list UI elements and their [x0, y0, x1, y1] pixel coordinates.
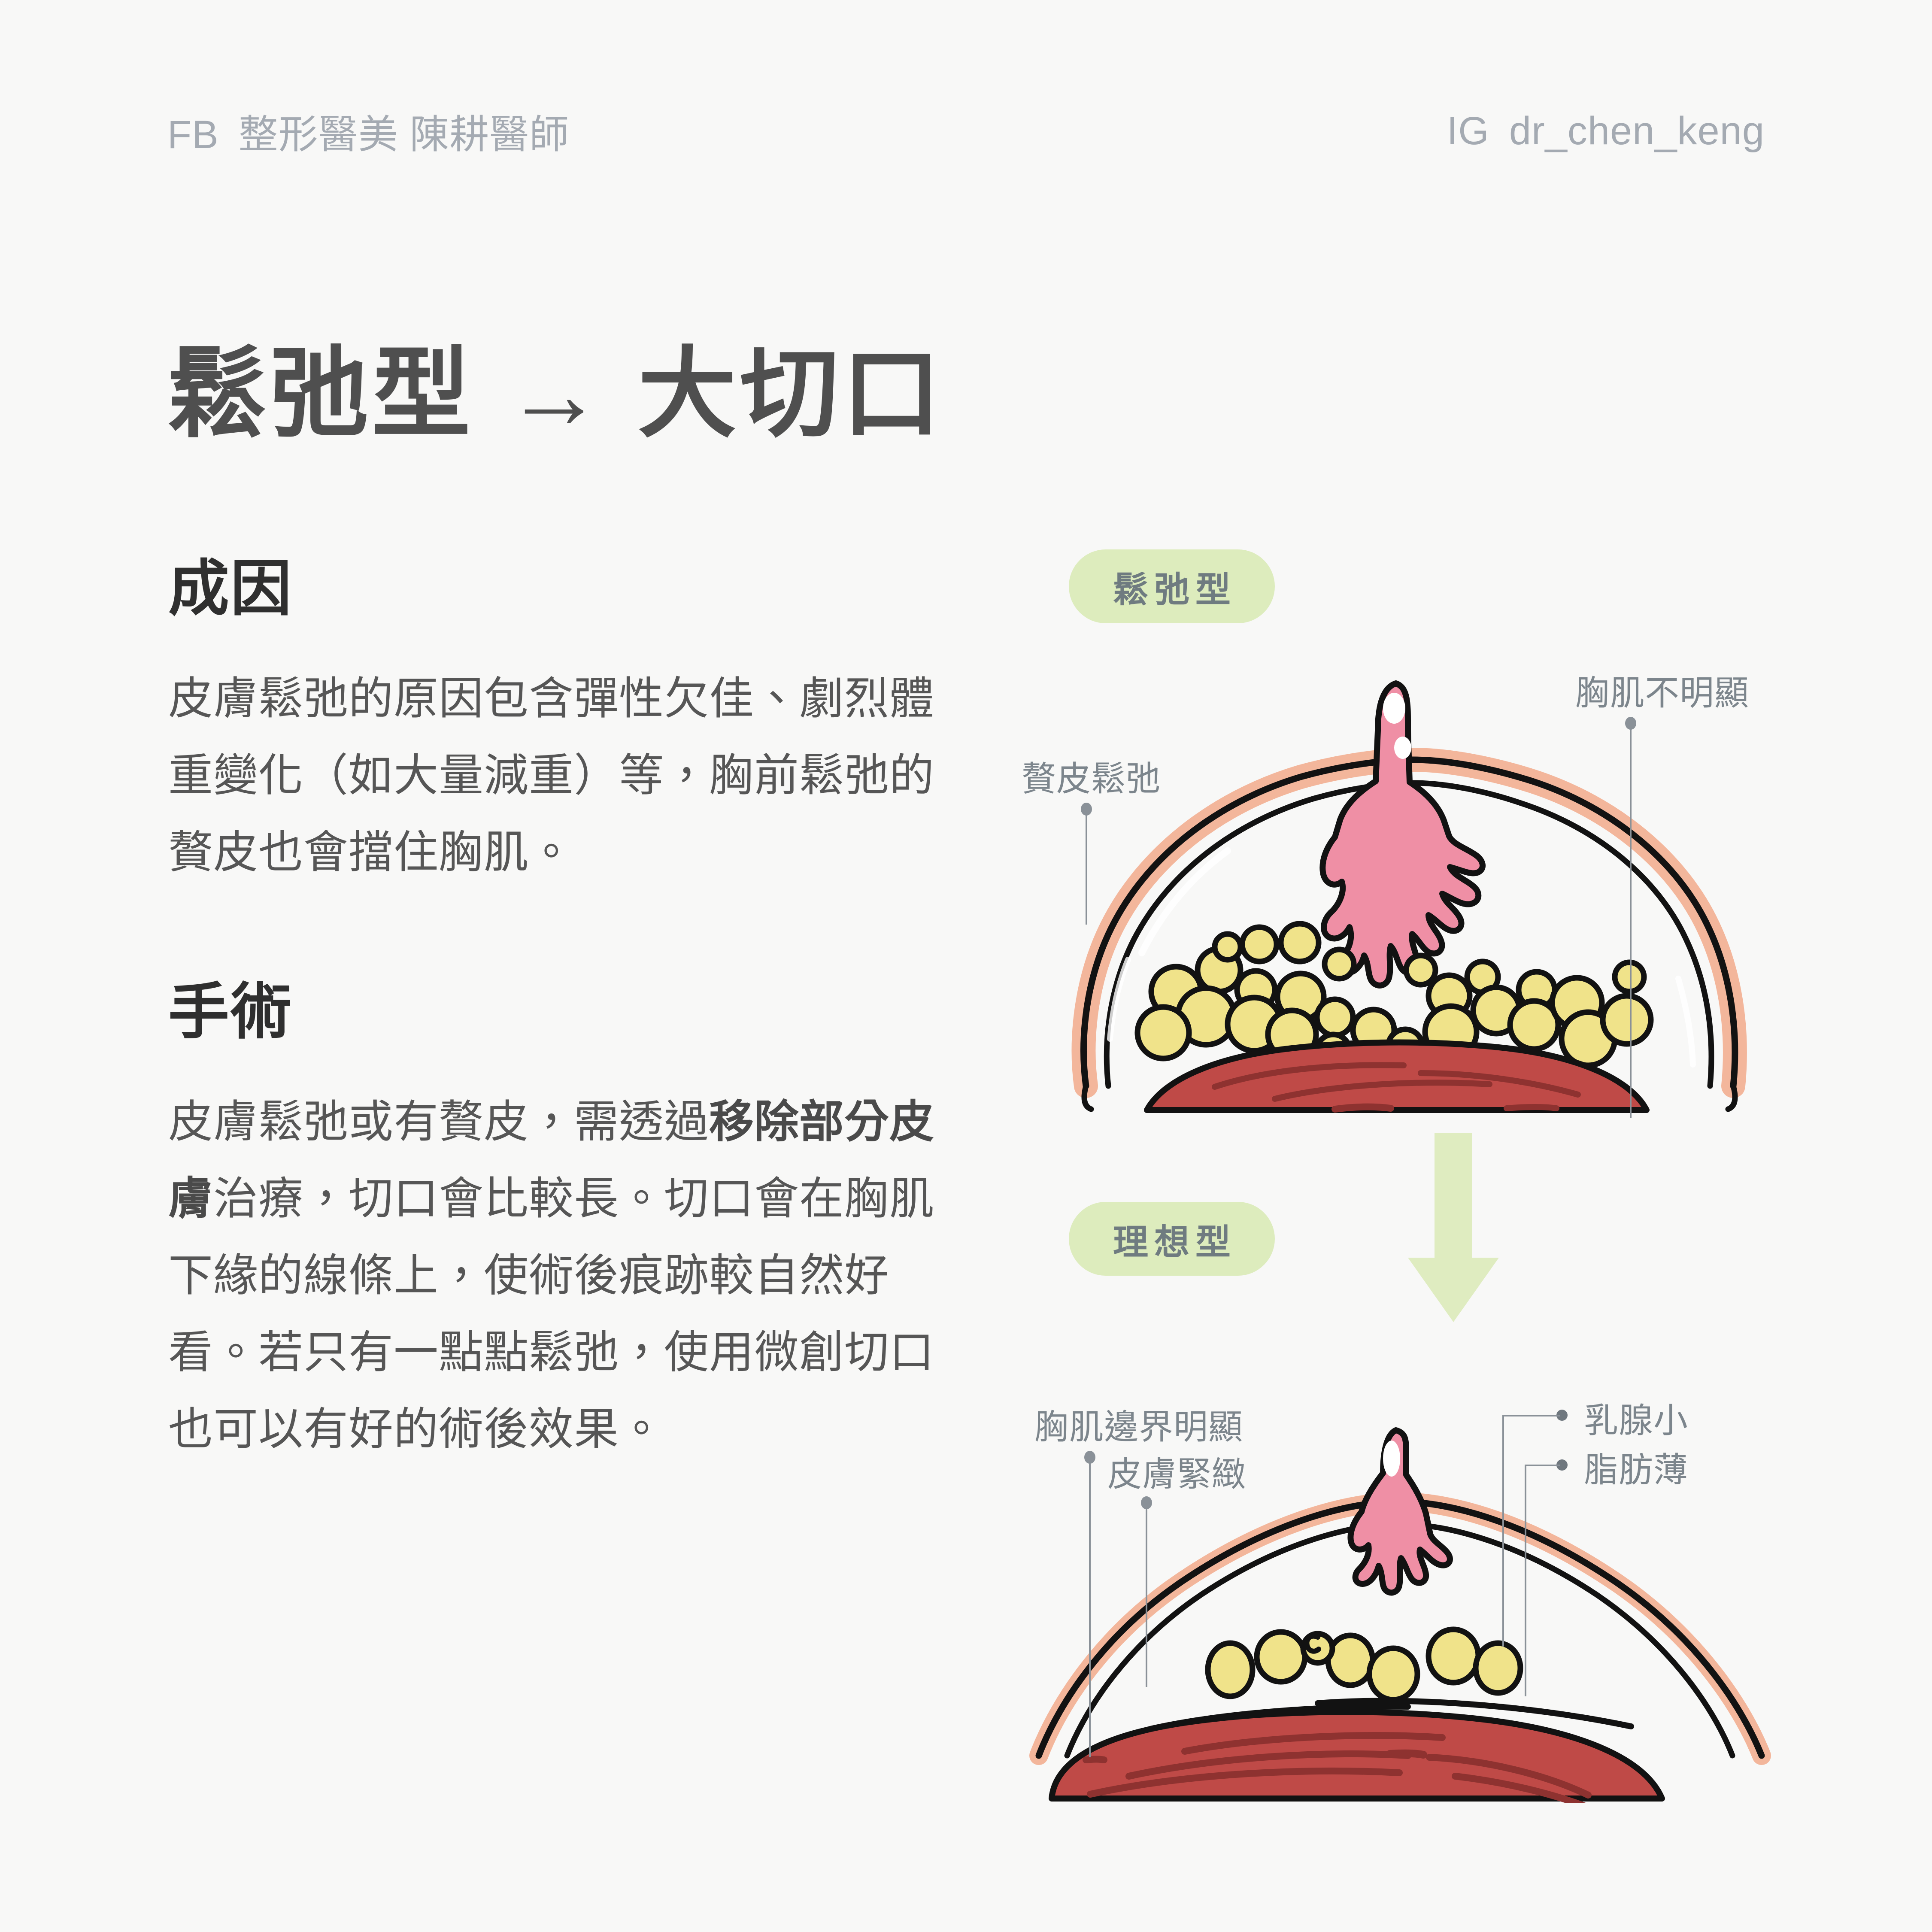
instagram-label: IG — [1447, 109, 1489, 153]
skin-end-right — [1725, 1083, 1738, 1112]
page-title: 鬆弛型 → 大切口 — [167, 339, 944, 449]
annotation-thin-fat-leader-h — [1525, 1465, 1560, 1466]
section-heading-surgery: 手術 — [168, 977, 293, 1046]
diagram-column: 鬆弛型 — [1022, 545, 1794, 1816]
annotation-loose-skin-leader — [1086, 809, 1087, 925]
badge-ideal-type: 理想型 — [1069, 1202, 1275, 1276]
gland-highlight-ideal — [1383, 1441, 1400, 1477]
fat-globules-ideal — [1205, 1626, 1523, 1703]
section-heading-cause: 成因 — [168, 555, 293, 623]
surgery-text-tail: 治療，切口會比較長。切口會在胸肌下緣的線條上，使術後痕跡較自然好看。若只有一點點… — [168, 1174, 935, 1454]
text-column: 成因 皮膚鬆弛的原因包含彈性欠佳、劇烈體重變化（如大量減重）等，胸前鬆弛的贅皮也… — [168, 554, 984, 1468]
fat-globules-loose — [1134, 921, 1654, 1070]
section-body-surgery: 皮膚鬆弛或有贅皮，需透過移除部分皮膚治療，切口會比較長。切口會在胸肌下緣的線條上… — [168, 1084, 954, 1468]
fat-accent-stroke — [1304, 1633, 1321, 1654]
skin-highlight-left-low — [1107, 957, 1131, 1042]
illustration-ideal-chest-cross-section — [1029, 1427, 1771, 1803]
illustration-loose-chest-cross-section — [1071, 680, 1747, 1113]
annotation-unclear-pectoral-leader — [1630, 723, 1632, 1118]
annotation-thin-fat: 脂肪薄 — [1584, 1451, 1688, 1489]
facebook-value: 整形醫美 陳耕醫師 — [238, 112, 570, 157]
annotation-small-gland: 乳腺小 — [1584, 1401, 1688, 1440]
annotation-small-gland-leader-h — [1502, 1415, 1560, 1416]
instagram-handle: IG dr_chen_keng — [1447, 109, 1765, 154]
transition-arrow-container — [1399, 1133, 1511, 1339]
annotation-clear-pectoral-border: 胸肌邊界明顯 — [1034, 1408, 1243, 1446]
surgery-text-lead: 皮膚鬆弛或有贅皮，需透過 — [168, 1097, 710, 1147]
mammary-gland-loose — [1319, 680, 1486, 989]
fascia-line-right — [1315, 1698, 1634, 1729]
pectoral-muscle-loose — [1144, 1039, 1650, 1113]
instagram-value: dr_chen_keng — [1509, 109, 1765, 153]
cause-text: 皮膚鬆弛的原因包含彈性欠佳、劇烈體重變化（如大量減重）等，胸前鬆弛的贅皮也會擋住… — [168, 674, 935, 878]
annotation-unclear-pectoral: 胸肌不明顯 — [1575, 674, 1749, 712]
annotation-clear-pectoral-border-leader — [1089, 1457, 1091, 1757]
annotation-thin-fat-leader-v — [1525, 1465, 1526, 1696]
facebook-label: FB — [167, 112, 219, 157]
social-header: FB 整形醫美 陳耕醫師 IG dr_chen_keng — [167, 103, 1765, 159]
annotation-tight-skin-leader — [1146, 1502, 1147, 1687]
annotation-loose-skin: 贅皮鬆弛 — [1022, 760, 1161, 798]
section-body-cause: 皮膚鬆弛的原因包含彈性欠佳、劇烈體重變化（如大量減重）等，胸前鬆弛的贅皮也會擋住… — [168, 661, 954, 891]
mammary-gland-ideal — [1347, 1427, 1453, 1596]
facebook-handle: FB 整形醫美 陳耕醫師 — [167, 103, 569, 160]
skin-outer-outline — [1080, 756, 1738, 1089]
surgery-text-emphasis: 移除部分皮膚 — [168, 1097, 935, 1224]
arrow-down-icon — [1408, 1133, 1499, 1322]
section-spacer — [168, 891, 984, 977]
pectoral-muscle-ideal — [1049, 1709, 1665, 1803]
skin-highlight-left — [1138, 847, 1231, 956]
gland-highlight-1 — [1383, 693, 1405, 724]
annotation-tight-skin: 皮膚緊緻 — [1107, 1455, 1247, 1493]
skin-highlight-right — [1675, 976, 1696, 1068]
badge-loose-type: 鬆弛型 — [1069, 549, 1275, 623]
skin-end-left — [1081, 1083, 1094, 1112]
gland-highlight-2 — [1394, 737, 1411, 759]
annotation-small-gland-leader-v — [1502, 1415, 1504, 1647]
